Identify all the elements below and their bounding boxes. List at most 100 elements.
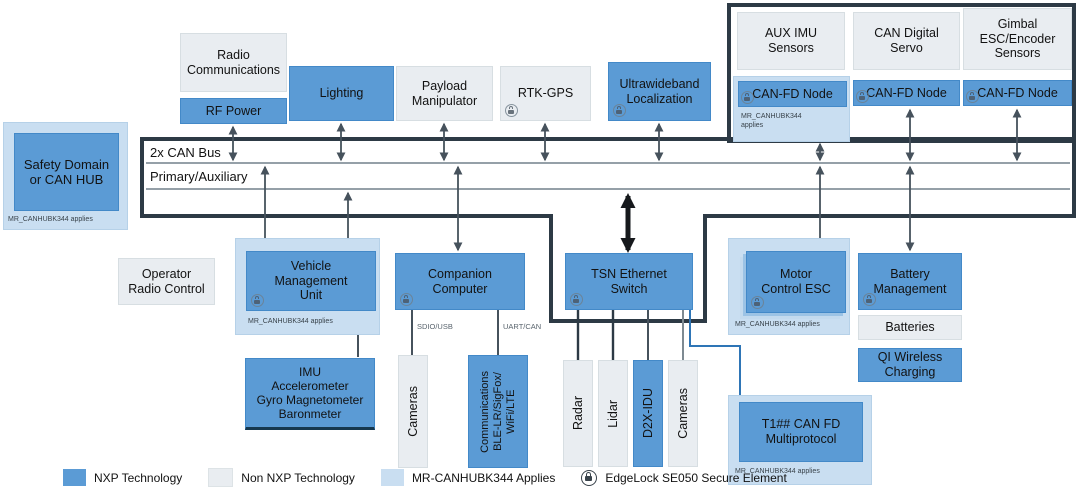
legend-item-nxp: NXP Technology	[63, 469, 182, 486]
tsn-pocket-frame	[549, 214, 707, 323]
can-bus-line-primary	[146, 162, 1070, 164]
rf-power-label: RF Power	[205, 103, 262, 118]
radar-label: Radar	[570, 396, 585, 431]
can-digital-servo-label: CAN Digital Servo	[874, 26, 939, 55]
lighting-label: Lighting	[319, 86, 364, 101]
secure-element-icon	[613, 104, 626, 117]
lidar-label: Lidar	[605, 399, 620, 428]
operator-radio-control-box: Operator Radio Control	[118, 258, 215, 305]
gimbal-label: Gimbal ESC/Encoder Sensors	[979, 16, 1056, 61]
aux-imu-box: AUX IMU Sensors	[737, 12, 845, 70]
imu-sensors-label: IMU Accelerometer Gyro Magnetometer Baro…	[256, 364, 364, 422]
can-fd-node-3-box: CAN-FD Node	[963, 80, 1072, 106]
imu-sensors-box: IMU Accelerometer Gyro Magnetometer Baro…	[245, 358, 375, 430]
can-fd-node-2-box: CAN-FD Node	[853, 80, 960, 106]
companion-computer-label: Companion Computer	[428, 266, 492, 296]
cameras-right-label: Cameras	[675, 388, 690, 439]
legend-item-edgelock: EdgeLock SE050 Secure Element	[581, 469, 787, 486]
motor-esc-box: Motor Control ESC	[746, 251, 846, 313]
secure-element-icon	[400, 293, 413, 306]
radio-communications-label: Radio Communications	[186, 47, 281, 77]
secure-element-icon	[741, 91, 754, 104]
can-fd-node-1-wrapper: CAN-FD Node MR_CANHUBK344 applies	[733, 76, 850, 142]
operator-radio-control-label: Operator Radio Control	[128, 266, 205, 296]
secure-element-icon	[966, 90, 979, 103]
edgelock-lock-icon	[581, 469, 598, 486]
nxp-blue-swatch	[63, 469, 86, 486]
payload-manipulator-label: Payload Manipulator	[411, 78, 478, 108]
motor-esc-wrapper: Motor Control ESC MR_CANHUBK344 applies	[728, 238, 850, 335]
d2x-idu-box: D2X-IDU	[633, 360, 663, 467]
can-digital-servo-box: CAN Digital Servo	[853, 12, 960, 70]
legend-label-edgelock: EdgeLock SE050 Secure Element	[605, 470, 787, 485]
secure-element-icon	[863, 293, 876, 306]
can-fd-cluster-frame	[727, 3, 1076, 143]
rtk-gps-box: RTK-GPS	[500, 66, 591, 121]
tsn-switch-label: TSN Ethernet Switch	[591, 266, 667, 296]
mr-canhubk-lightblue-swatch	[380, 469, 404, 486]
companion-port-uart-can: UART/CAN	[503, 322, 542, 331]
can-fd-node-3-label: CAN-FD Node	[977, 85, 1058, 100]
rtk-gps-label: RTK-GPS	[517, 86, 574, 101]
cameras-right-box: Cameras	[668, 360, 698, 467]
battery-management-box: Battery Management	[858, 253, 962, 310]
t1-canfd-caption: MR_CANHUBK344 applies	[735, 468, 820, 475]
gimbal-box: Gimbal ESC/Encoder Sensors	[963, 8, 1072, 70]
legend-label-non-nxp: Non NXP Technology	[241, 470, 355, 485]
companion-port-sdio-usb: SDIO/USB	[417, 322, 453, 331]
legend-label-nxp: NXP Technology	[94, 470, 183, 485]
non-nxp-grey-swatch	[208, 468, 234, 487]
bus-label-primary-auxiliary: Primary/Auxiliary	[150, 169, 248, 184]
can-bus-line-auxiliary	[146, 188, 1070, 190]
batteries-box: Batteries	[858, 315, 962, 340]
legend-item-non-nxp: Non NXP Technology	[208, 468, 355, 487]
secure-element-icon	[751, 296, 764, 309]
can-fd-node-1-label: CAN-FD Node	[752, 86, 833, 101]
can-fd-node-1-caption: MR_CANHUBK344 applies	[741, 113, 802, 129]
qi-wireless-box: QI Wireless Charging	[858, 348, 962, 382]
motor-esc-caption: MR_CANHUBK344 applies	[735, 321, 820, 328]
safety-domain-label: Safety Domain or CAN HUB	[23, 156, 110, 187]
ultrawideband-label: Ultrawideband Localization	[619, 76, 700, 106]
motor-esc-label: Motor Control ESC	[761, 267, 831, 296]
aux-imu-label: AUX IMU Sensors	[764, 26, 818, 55]
t1-canfd-wrapper: T1## CAN FD Multiprotocol MR_CANHUBK344 …	[728, 395, 872, 485]
batteries-label: Batteries	[885, 320, 935, 335]
t1-canfd-box: T1## CAN FD Multiprotocol	[739, 402, 863, 462]
qi-wireless-label: QI Wireless Charging	[877, 350, 943, 379]
radio-communications-box: Radio Communications	[180, 33, 287, 92]
vmu-box: Vehicle Management Unit	[246, 251, 376, 311]
communications-label: Communications BLE-LR/SigFox/ WiFi/LTE	[478, 370, 517, 453]
payload-manipulator-box: Payload Manipulator	[396, 66, 493, 121]
bus-label-2x-can-bus: 2x CAN Bus	[150, 145, 221, 160]
cameras-left-label: Cameras	[405, 386, 420, 437]
rf-power-box: RF Power	[180, 98, 287, 124]
can-fd-node-2-label: CAN-FD Node	[866, 85, 947, 100]
safety-domain-box: Safety Domain or CAN HUB	[14, 133, 119, 211]
secure-element-icon	[856, 90, 869, 103]
secure-element-icon	[570, 293, 583, 306]
lidar-box: Lidar	[598, 360, 628, 467]
radar-box: Radar	[563, 360, 593, 467]
companion-computer-box: Companion Computer	[395, 253, 525, 310]
secure-element-icon	[505, 104, 518, 117]
can-fd-node-1-box: CAN-FD Node	[738, 81, 847, 107]
cameras-left-box: Cameras	[398, 355, 428, 468]
communications-box: Communications BLE-LR/SigFox/ WiFi/LTE	[468, 355, 528, 468]
safety-domain-wrapper: Safety Domain or CAN HUB MR_CANHUBK344 a…	[3, 122, 128, 230]
can-bus-frame	[140, 137, 1076, 218]
legend-item-mr-canhubk: MR-CANHUBK344 Applies	[380, 469, 556, 486]
d2x-idu-label: D2X-IDU	[640, 388, 655, 439]
t1-canfd-label: T1## CAN FD Multiprotocol	[761, 417, 841, 446]
legend-label-mr-canhubk: MR-CANHUBK344 Applies	[411, 470, 556, 485]
ultrawideband-box: Ultrawideband Localization	[608, 62, 711, 121]
safety-domain-caption: MR_CANHUBK344 applies	[8, 216, 93, 223]
vmu-caption: MR_CANHUBK344 applies	[248, 318, 333, 325]
lighting-box: Lighting	[289, 66, 394, 121]
vmu-label: Vehicle Management Unit	[274, 258, 348, 303]
legend: NXP Technology Non NXP Technology MR-CAN…	[63, 468, 787, 487]
tsn-switch-box: TSN Ethernet Switch	[565, 253, 693, 310]
battery-management-label: Battery Management	[873, 266, 947, 296]
vmu-wrapper: Vehicle Management Unit MR_CANHUBK344 ap…	[235, 238, 380, 335]
